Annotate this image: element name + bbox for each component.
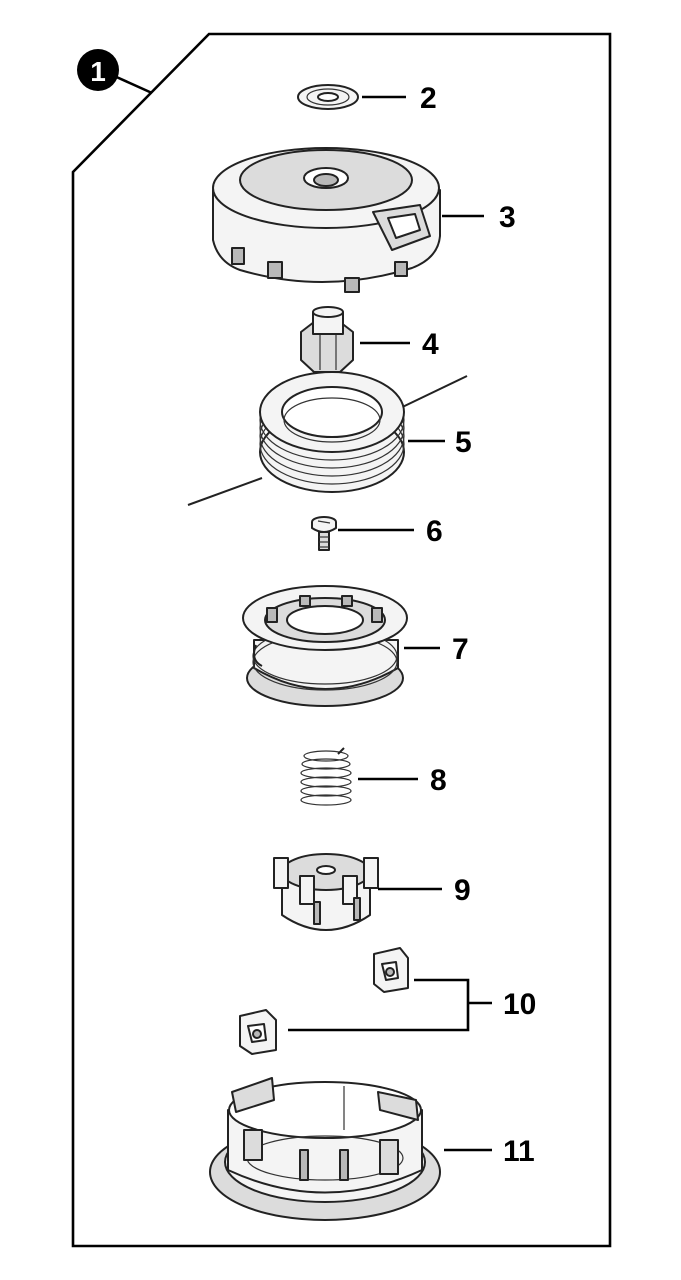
assembly-badge-number: 1 [90,56,106,87]
callout-3: 3 [499,201,516,234]
assembly-badge: 1 [77,49,153,95]
callout-7: 7 [452,633,469,666]
part-spool [242,585,408,707]
part-line-coil [187,371,468,506]
callout-8: 8 [430,764,447,797]
part-clip-lower [239,1009,277,1055]
callout-5: 5 [455,426,472,459]
part-spring [300,747,352,806]
callout-9: 9 [454,874,471,907]
part-washer [297,84,359,110]
assembly-frame [71,32,612,1248]
callout-6: 6 [426,515,443,548]
callout-2: 2 [420,82,437,115]
callout-10: 10 [503,988,536,1021]
part-housing [209,1077,441,1221]
part-nut [300,306,354,373]
part-cover [212,147,441,293]
callout-11: 11 [503,1135,535,1168]
part-clip-upper [373,947,409,993]
part-hub [273,853,379,931]
leader-10 [288,978,492,1032]
callout-4: 4 [422,328,439,361]
part-screw [311,516,337,551]
